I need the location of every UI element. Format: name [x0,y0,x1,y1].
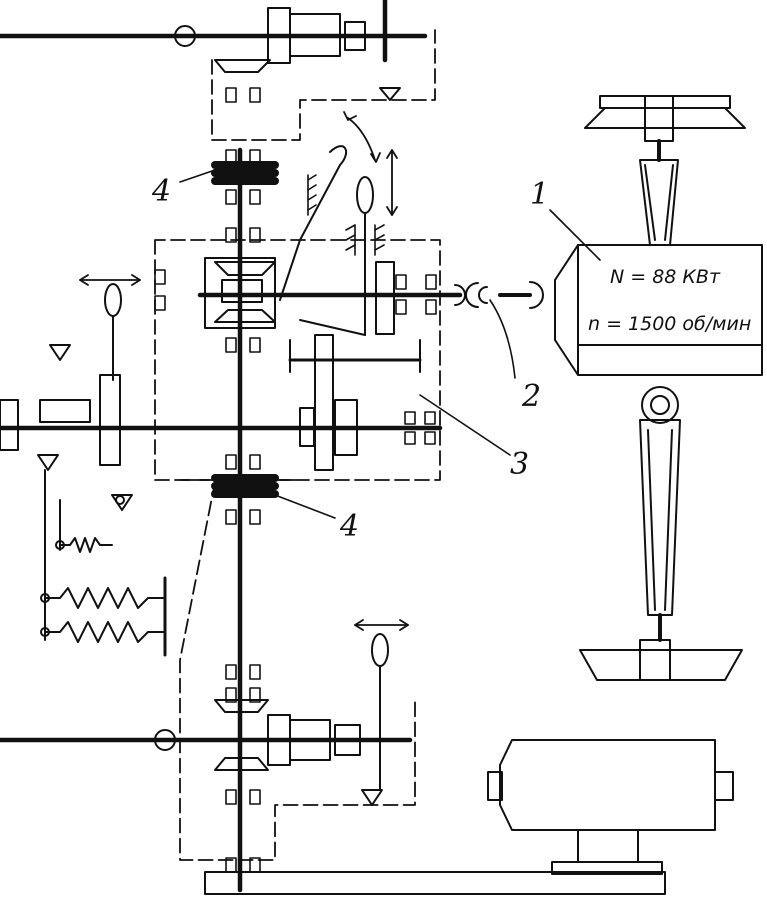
gear-train [288,334,422,471]
bevel-gear-box [204,257,276,329]
motion-arrows [79,111,409,631]
second-motor [487,739,734,875]
label-2: 2 [522,379,542,414]
shafts [0,0,463,893]
ground-hatching [307,174,385,256]
bearings [154,87,437,873]
base-plate [204,871,666,895]
label-4-top: 4 [152,174,172,209]
leader-lines [179,169,601,519]
belt-drive-upper [584,95,746,246]
housings [154,29,441,861]
left-mechanism [0,87,401,806]
belt-drive-lower [579,386,743,681]
coupling-2 [375,261,544,335]
label-3: 3 [510,447,530,482]
label-4-bottom: 4 [340,509,360,544]
motor-speed-text: n = 1500 об/мин [588,313,752,335]
motor-power-text: N = 88 КВт [610,266,721,288]
electric-motor [554,244,763,376]
levers [104,145,389,791]
friction-clutch-bottom [211,474,279,498]
top-gear-set [167,7,366,73]
bottom-gear-set [154,699,361,771]
friction-clutch-top [211,161,279,185]
label-1: 1 [530,177,550,212]
